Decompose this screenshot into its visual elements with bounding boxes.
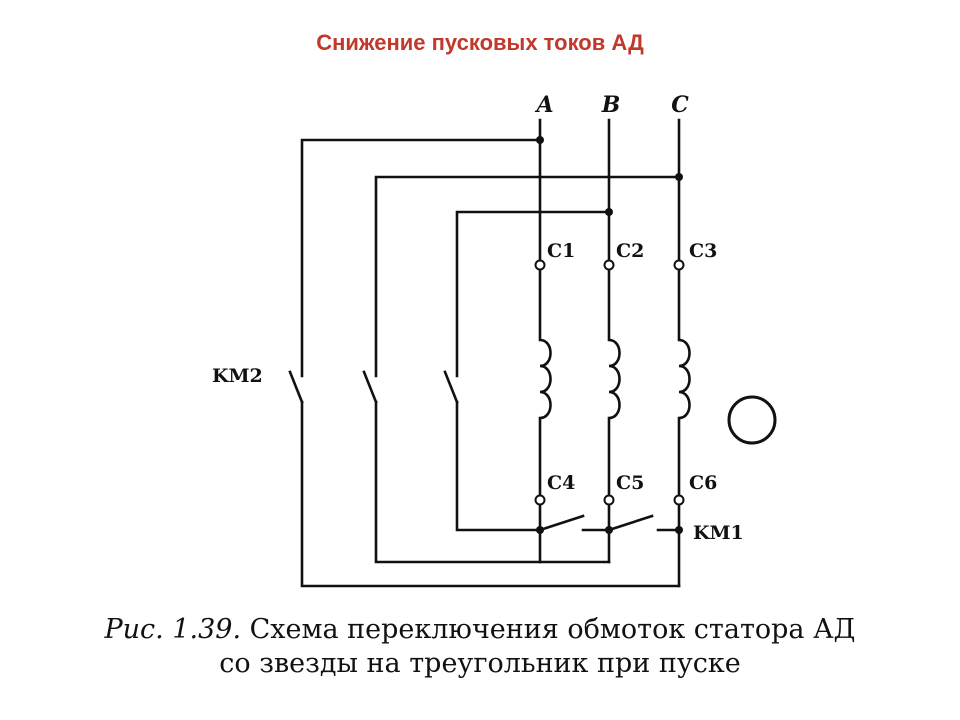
figure-caption-text: Схема переключения обмоток статора АД bbox=[249, 614, 856, 645]
terminal-c4 bbox=[534, 494, 546, 506]
km1-contact-1 bbox=[538, 514, 585, 532]
terminal-c6 bbox=[673, 494, 685, 506]
figure-caption-line-1: Рис. 1.39. Схема переключения обмоток ст… bbox=[60, 614, 900, 645]
phase-label-a: A bbox=[534, 92, 553, 118]
figure-caption-line-2: со звезды на треугольник при пуске bbox=[219, 648, 741, 679]
km1-contact-2 bbox=[607, 514, 654, 532]
junction-dot bbox=[605, 526, 613, 534]
junction-dot bbox=[605, 208, 613, 216]
terminal-label-c5: C5 bbox=[616, 472, 644, 494]
winding-a bbox=[538, 267, 552, 499]
terminal-c2 bbox=[603, 259, 615, 271]
phase-label-b: B bbox=[601, 92, 621, 118]
delta-wire-a bbox=[300, 138, 542, 378]
terminal-label-c6: C6 bbox=[689, 472, 717, 494]
km2-contact-1 bbox=[288, 370, 304, 404]
phase-label-c: C bbox=[671, 92, 689, 118]
junction-dot bbox=[536, 136, 544, 144]
junction-dot bbox=[536, 526, 544, 534]
km1-label: KM1 bbox=[693, 522, 744, 544]
return-wire-3 bbox=[455, 400, 542, 532]
return-wire-1 bbox=[300, 400, 681, 588]
km2-contact-2 bbox=[362, 370, 378, 404]
junction-dot bbox=[675, 526, 683, 534]
terminal-label-c4: C4 bbox=[547, 472, 575, 494]
delta-wire-b bbox=[455, 210, 611, 378]
terminal-c1 bbox=[534, 259, 546, 271]
km2-label: KM2 bbox=[212, 365, 263, 387]
junction-dot bbox=[675, 173, 683, 181]
winding-b bbox=[607, 267, 621, 499]
motor-rotor-symbol bbox=[727, 395, 777, 445]
slide-title: Снижение пусковых токов АД bbox=[316, 30, 644, 55]
terminal-label-c2: C2 bbox=[616, 240, 644, 262]
return-wire-2 bbox=[374, 400, 611, 564]
terminal-c5 bbox=[603, 494, 615, 506]
km2-contact-3 bbox=[443, 370, 459, 404]
winding-c bbox=[677, 267, 691, 499]
delta-wire-c bbox=[374, 175, 681, 378]
figure-number: Рис. 1.39. bbox=[104, 614, 242, 645]
terminal-label-c1: C1 bbox=[547, 240, 575, 262]
terminal-label-c3: C3 bbox=[689, 240, 717, 262]
terminal-c3 bbox=[673, 259, 685, 271]
